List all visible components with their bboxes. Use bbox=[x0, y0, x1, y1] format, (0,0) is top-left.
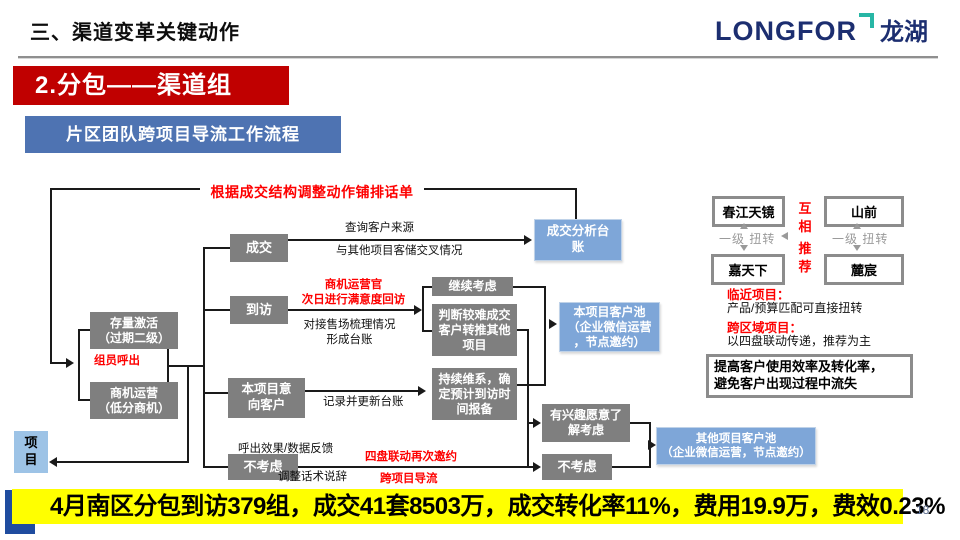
header-divider bbox=[18, 56, 938, 58]
loop-arrow-shaft bbox=[50, 362, 68, 364]
interested-stub bbox=[527, 422, 535, 424]
node-deal-ledger: 成交分析台 账 bbox=[534, 219, 622, 261]
feedback-arrowhead-icon bbox=[49, 457, 57, 467]
label-adjust-script: 调整话术说辞 bbox=[278, 471, 347, 483]
branch-reject bbox=[203, 466, 228, 468]
longfor-logo: LONGFOR 龙湖 bbox=[715, 12, 928, 47]
left-bracket-stub-top bbox=[78, 329, 91, 331]
mutual-left-arrow-icon bbox=[781, 232, 788, 240]
visit-bracket-stub-bottom bbox=[422, 330, 432, 332]
swap-down-arrow-icon bbox=[853, 245, 861, 251]
other-pool-arrowhead-icon bbox=[648, 440, 656, 450]
loop-line-left bbox=[50, 188, 52, 364]
maintain-to-pool-line bbox=[517, 384, 546, 386]
label-ops-officer: 商机运营官 次日进行满意度回访 bbox=[301, 279, 406, 306]
hard-down-line bbox=[527, 329, 529, 468]
project-box-jiatianxia: 嘉天下 bbox=[711, 254, 785, 285]
feedback-line-left bbox=[56, 461, 189, 463]
swap-up-arrow-icon bbox=[740, 223, 748, 229]
node-maintain: 持续维系，确 定预计到访时 间报备 bbox=[432, 368, 517, 420]
flow-title: 根据成交结构调整动作铺排话单 bbox=[200, 182, 424, 202]
reject2-arrowhead-icon bbox=[533, 462, 541, 472]
own-pool-arrowhead-icon bbox=[549, 319, 557, 329]
deal-arrow-shaft bbox=[288, 239, 526, 241]
branch-visit bbox=[203, 309, 230, 311]
interested-right-line bbox=[630, 422, 651, 424]
label-field-sort: 对接售场梳理情况 形成台账 bbox=[303, 319, 396, 346]
label-nearby-title: 临近项目： bbox=[727, 288, 790, 302]
node-biz-ops: 商机运营 （低分商机） bbox=[90, 382, 178, 419]
node-hard-deal: 判断较难成交 客户转推其他 项目 bbox=[432, 304, 517, 356]
deal-arrowhead-icon bbox=[524, 235, 532, 245]
node-stock-activation: 存量激活 （过期二级） bbox=[90, 312, 178, 349]
node-deal: 成交 bbox=[230, 234, 288, 262]
bracket-to-trunk bbox=[167, 365, 205, 367]
subsection-banner: 片区团队跨项目导流工作流程 bbox=[25, 116, 341, 153]
project-box-luchen: 麓宸 bbox=[824, 254, 904, 285]
label-query-source: 查询客户来源 bbox=[345, 222, 414, 234]
node-reject2: 不考虑 bbox=[542, 454, 612, 480]
reject2-right-line bbox=[612, 466, 651, 468]
page-number: 18 bbox=[916, 503, 930, 517]
visit-bracket bbox=[422, 286, 424, 332]
label-four-projects: 四盘联动再次邀约 bbox=[365, 451, 457, 463]
loop-arrowhead-icon bbox=[66, 358, 74, 368]
logo-text-en: LONGFOR bbox=[715, 16, 857, 46]
logo-corner-icon bbox=[859, 13, 874, 28]
node-visit: 到访 bbox=[230, 296, 288, 324]
section-banner: 2.分包——渠道组 bbox=[13, 66, 289, 105]
intent-arrowhead-icon bbox=[418, 386, 426, 396]
hard-exit-line bbox=[517, 329, 529, 331]
node-project: 项 目 bbox=[14, 431, 48, 473]
left-bracket-stub-bottom bbox=[78, 399, 91, 401]
branch-intent bbox=[203, 392, 228, 394]
label-cross-desc: 以四盘联动传递，推荐为主 bbox=[727, 334, 872, 348]
label-level-swap-right: 一级 扭转 bbox=[832, 232, 889, 246]
label-cross-flow: 跨项目导流 bbox=[380, 473, 438, 485]
swap-down-arrow-icon bbox=[740, 245, 748, 251]
branch-deal bbox=[203, 247, 230, 249]
trunk-line bbox=[203, 247, 205, 468]
node-intent: 本项目意 向客户 bbox=[228, 378, 305, 418]
pool-join-line bbox=[544, 286, 546, 386]
visit-bracket-stub-top bbox=[422, 286, 432, 288]
left-bracket bbox=[78, 329, 80, 401]
page-title: 三、渠道变革关键动作 bbox=[30, 22, 240, 44]
project-box-chunjiang: 春江天镜 bbox=[712, 196, 785, 227]
label-nearby-desc: 产品/预算匹配可直接扭转 bbox=[727, 301, 863, 315]
logo-text-cn: 龙湖 bbox=[880, 19, 928, 46]
node-keep-considering: 继续考虑 bbox=[432, 277, 513, 296]
node-reject1: 不考虑 bbox=[228, 454, 298, 480]
highlight-box: 提高客户使用效率及转化率， 避免客户出现过程中流失 bbox=[706, 354, 913, 398]
visit-arrowhead-icon bbox=[414, 305, 422, 315]
node-own-pool: 本项目客户池 （企业微信运营 ，节点邀约） bbox=[559, 302, 660, 352]
label-cross-title: 跨区域项目： bbox=[727, 321, 803, 335]
project-box-shanqian: 山前 bbox=[824, 196, 904, 227]
label-cross-check: 与其他项目客储交叉情况 bbox=[336, 245, 463, 257]
reject2-stub bbox=[527, 466, 535, 468]
feedback-line-down bbox=[187, 365, 189, 463]
interested-arrowhead-icon bbox=[533, 418, 541, 428]
loop-line-down bbox=[575, 188, 577, 219]
label-level-swap-left: 一级 扭转 bbox=[719, 232, 776, 246]
node-interested: 有兴趣愿意了 解考虑 bbox=[542, 404, 630, 442]
reject1-line bbox=[298, 466, 529, 468]
label-callout-feedback: 呼出效果/数据反馈 bbox=[238, 443, 334, 455]
keep-to-pool-line bbox=[513, 286, 546, 288]
intent-arrow-shaft bbox=[305, 390, 420, 392]
label-mutual-bottom: 推 荐 bbox=[798, 241, 812, 274]
label-record-update: 记录并更新台账 bbox=[323, 396, 404, 408]
node-other-pool: 其他项目客户池 （企业微信运营，节点邀约） bbox=[656, 427, 816, 465]
visit-arrow-shaft bbox=[288, 309, 416, 311]
label-member-callout: 组员呼出 bbox=[94, 355, 140, 367]
footer-highlight: 4月南区分包到访379组，成交41套8503万，成交转化率11%，费用19.9万… bbox=[12, 489, 945, 524]
label-mutual-top: 互 相 bbox=[798, 201, 812, 234]
swap-up-arrow-icon bbox=[853, 223, 861, 229]
